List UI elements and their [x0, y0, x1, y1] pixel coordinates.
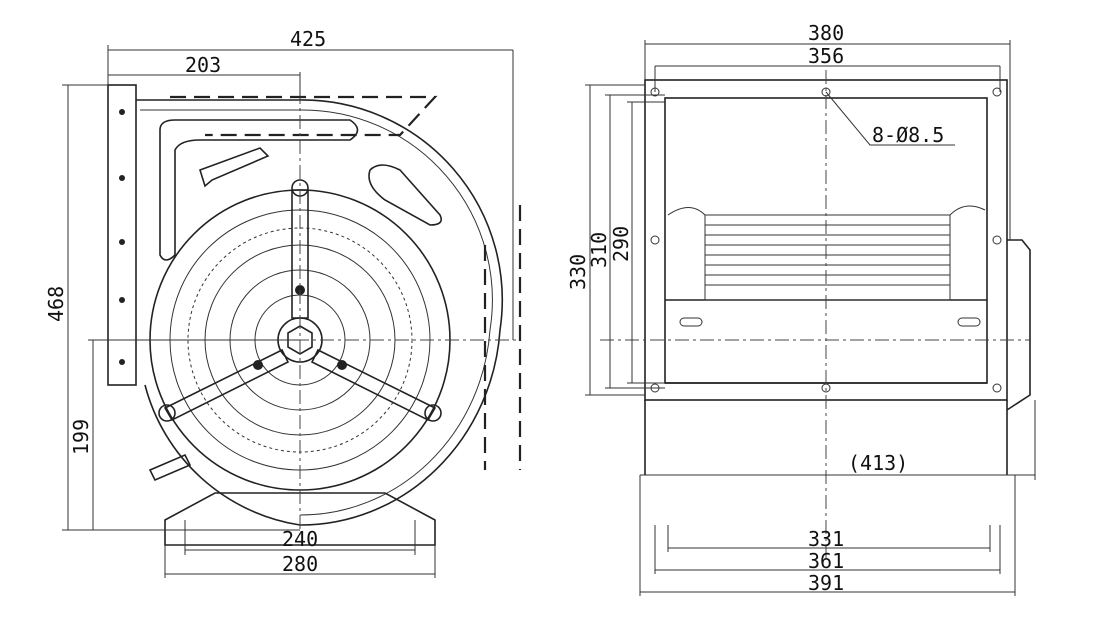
hole-note: 8-Ø8.5 — [872, 123, 944, 147]
side-view: 425 203 468 199 240 280 — [44, 27, 522, 578]
motor-bracket — [1006, 239, 1031, 411]
hub-bolt — [253, 360, 263, 370]
plate-hole — [119, 109, 125, 115]
impeller-shroud — [667, 205, 986, 216]
dim-310: 310 — [587, 232, 611, 268]
spoke-bolt — [424, 404, 442, 422]
dimension-lines-depth — [640, 400, 1036, 480]
dim-240: 240 — [282, 527, 318, 551]
plate-hole — [119, 297, 125, 303]
hub-bolt — [337, 360, 347, 370]
mounting-hole — [821, 383, 831, 393]
outlet-dashed-side — [483, 205, 522, 470]
dimension-lines-left — [62, 84, 300, 531]
dim-290: 290 — [609, 226, 633, 262]
plate-hole — [119, 175, 125, 181]
dimension-lines-top — [644, 40, 1011, 240]
dim-330: 330 — [566, 254, 590, 290]
dim-391: 391 — [808, 571, 844, 595]
mounting-hole — [992, 87, 1002, 97]
dim-280: 280 — [282, 552, 318, 576]
slot — [957, 317, 981, 327]
spoke-top — [291, 189, 309, 319]
spoke-right — [310, 348, 437, 422]
dim-203: 203 — [185, 53, 221, 77]
spoke-left — [163, 348, 290, 422]
dimension-lines-left — [585, 84, 665, 396]
mounting-hole — [992, 383, 1002, 393]
impeller-blades — [704, 214, 951, 301]
dim-361: 361 — [808, 549, 844, 573]
label-cutout — [159, 119, 359, 261]
outlet-dashed — [170, 95, 438, 137]
impeller-outline — [704, 214, 951, 301]
front-view: 380 356 8-Ø8.5 330 310 290 (413) 331 361… — [566, 21, 1036, 596]
dim-425: 425 — [290, 27, 326, 51]
dim-199: 199 — [69, 419, 93, 455]
scroll-housing-inner — [140, 109, 493, 516]
plate-hole — [119, 359, 125, 365]
blade-lines — [705, 224, 950, 286]
housing-tab — [148, 453, 192, 482]
plate-hole — [119, 239, 125, 245]
hole-leader — [825, 91, 955, 146]
mounting-plate — [107, 84, 137, 386]
slot — [679, 317, 703, 327]
mounting-hole — [650, 235, 660, 245]
dimension-lines-base — [164, 520, 436, 578]
dim-468: 468 — [44, 286, 68, 322]
scroll-housing — [136, 99, 504, 526]
mounting-hole — [992, 235, 1002, 245]
dim-413: (413) — [848, 451, 908, 475]
housing-cutout — [368, 164, 443, 226]
dimension-lines-top — [107, 45, 514, 340]
outlet-sides — [644, 400, 1008, 475]
dim-356: 356 — [808, 44, 844, 68]
dimension-lines-outlet — [639, 475, 1016, 596]
rotation-arrow-icon — [199, 147, 270, 188]
spoke-bolt — [158, 404, 176, 422]
dim-331: 331 — [808, 527, 844, 551]
dim-380: 380 — [808, 21, 844, 45]
